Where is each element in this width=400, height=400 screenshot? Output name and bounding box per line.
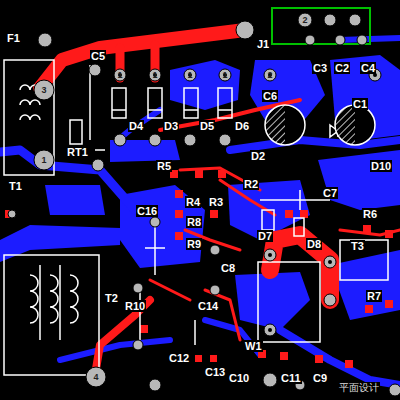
part-label: R6	[362, 208, 378, 220]
part-label: C14	[197, 300, 219, 312]
part-label: C1	[352, 98, 368, 110]
pad-number: 1	[220, 70, 230, 80]
part-label: D6	[234, 120, 250, 132]
part-label: C16	[136, 205, 158, 217]
part-label: D5	[199, 120, 215, 132]
part-label: T3	[350, 240, 365, 252]
part-label: C13	[204, 366, 226, 378]
pad-number: 2	[300, 15, 310, 25]
part-label: C8	[220, 262, 236, 274]
part-label: R5	[156, 160, 172, 172]
part-label: T1	[8, 180, 23, 192]
pad-number: 3	[39, 85, 49, 95]
part-label: R4	[185, 196, 201, 208]
part-label: F1	[6, 32, 21, 44]
part-label: R10	[124, 300, 146, 312]
pad-number: 1	[150, 70, 160, 80]
part-label: D10	[370, 160, 392, 172]
part-label: C2	[334, 62, 350, 74]
part-label: J1	[256, 38, 270, 50]
part-label: C6	[262, 90, 278, 102]
part-label: D3	[163, 120, 179, 132]
watermark: 平面设计	[338, 382, 380, 394]
part-label: C5	[90, 50, 106, 62]
pad-number: 4	[91, 372, 101, 382]
part-label: D4	[128, 120, 144, 132]
part-label: C11	[280, 372, 302, 384]
part-label: C12	[168, 352, 190, 364]
pad-number: 2	[265, 70, 275, 80]
part-label: R7	[366, 290, 382, 302]
part-label: T2	[104, 292, 119, 304]
pad-number: 1	[115, 70, 125, 80]
pad-number: 1	[185, 70, 195, 80]
part-label: R8	[186, 216, 202, 228]
part-label: D7	[257, 230, 273, 242]
part-label: D2	[250, 150, 266, 162]
part-label: C4	[360, 62, 376, 74]
part-label: C7	[322, 187, 338, 199]
pad-number: 1	[39, 155, 49, 165]
part-label: RT1	[66, 146, 89, 158]
part-label: C3	[312, 62, 328, 74]
part-label: R3	[208, 196, 224, 208]
part-label: W1	[244, 340, 263, 352]
part-label: C9	[312, 372, 328, 384]
part-label: C10	[228, 372, 250, 384]
part-label: R9	[186, 238, 202, 250]
part-label: R2	[243, 178, 259, 190]
part-label: D8	[306, 238, 322, 250]
